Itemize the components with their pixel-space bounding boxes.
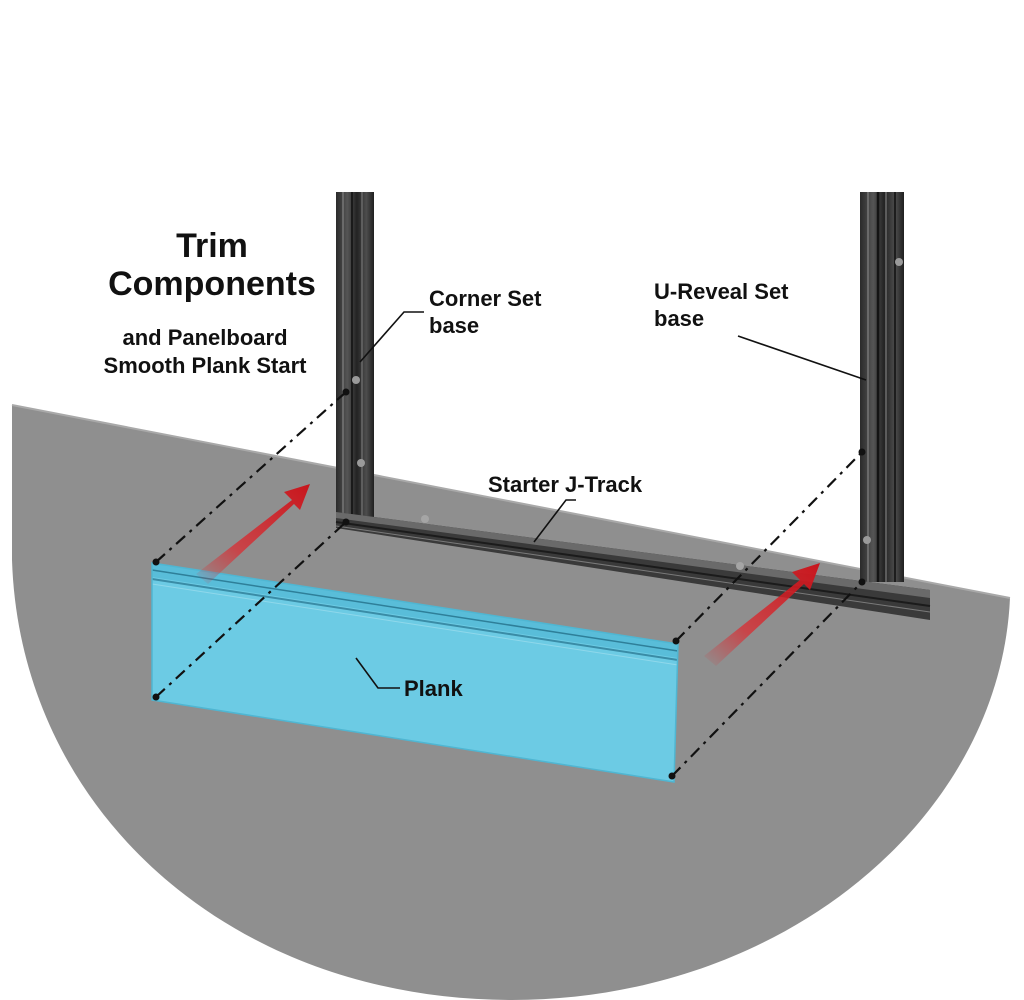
ground-horizon-edge: [11, 404, 1011, 599]
corner-set-post: [336, 192, 374, 520]
u-reveal-set-post: [860, 192, 904, 582]
plank-leader: [355, 657, 400, 689]
starter-j-track: [335, 512, 931, 620]
starter-j-track-leader: [533, 499, 576, 543]
screw-head-icon: [863, 536, 871, 544]
title: Components: [108, 265, 316, 303]
leader-lines: [355, 311, 867, 689]
subtitle: Smooth Plank Start: [104, 353, 308, 378]
red-arrow-icon: [704, 563, 820, 666]
alignment-guides: [155, 391, 863, 777]
screw-head-icon: [895, 258, 903, 266]
u-reveal-set-label: U-Reveal Set: [654, 279, 789, 304]
corner-set-label: Corner Set: [429, 286, 542, 311]
red-arrow-icon: [196, 484, 310, 584]
starter-j-track-label: Starter J-Track: [488, 472, 643, 497]
title: Trim: [176, 227, 248, 265]
u-reveal-set-label: base: [654, 306, 704, 331]
u-reveal-leader: [737, 335, 867, 381]
guide-endpoints: [152, 388, 866, 780]
screw-head-icon: [357, 459, 365, 467]
corner-set-leader: [359, 311, 424, 363]
plank-label: Plank: [404, 676, 463, 701]
corner-set-label: base: [429, 313, 479, 338]
plank: [151, 562, 679, 783]
subtitle: and Panelboard: [122, 325, 287, 350]
screw-head-icon: [736, 562, 744, 570]
screw-head-icon: [421, 515, 429, 523]
screw-head-icon: [352, 376, 360, 384]
